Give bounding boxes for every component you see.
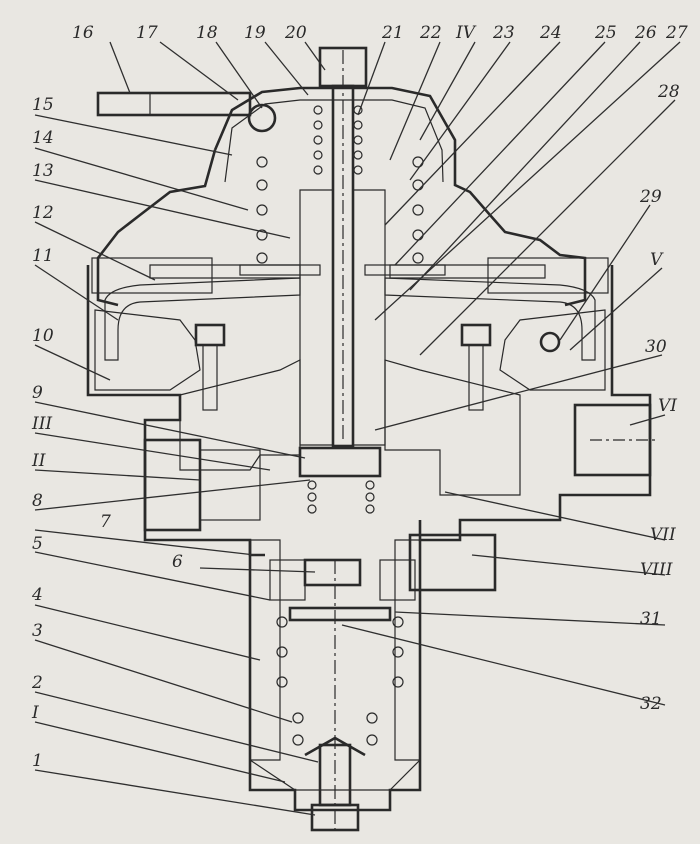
callout-19: 19 [244, 23, 266, 43]
lower-spring-3 [276, 616, 404, 746]
outlet-port-VI [573, 403, 652, 477]
callout-1: 1 [32, 751, 43, 771]
port-VIII [408, 533, 497, 592]
callout-29: 29 [639, 187, 662, 207]
callout-11: 11 [32, 246, 54, 266]
spring-main [256, 105, 424, 264]
callout-9: 9 [32, 383, 43, 403]
ball-29 [539, 331, 561, 353]
callout-I: I [31, 703, 39, 723]
housing-left [86, 265, 265, 557]
body-center-right [384, 359, 521, 496]
callout-labels: 16 17 18 19 20 21 22 IV 23 24 25 26 27 2… [31, 23, 688, 771]
top-cover-outline [213, 86, 587, 307]
callout-15: 15 [32, 95, 54, 115]
diaphragm-left [104, 277, 301, 361]
callout-14: 14 [32, 128, 54, 148]
callout-32: 32 [640, 694, 662, 714]
valve-assembly [86, 46, 655, 835]
callout-VII: VII [650, 525, 676, 545]
valve-seat [298, 446, 382, 478]
callout-31: 31 [640, 609, 662, 629]
callout-25: 25 [594, 23, 617, 43]
lever-handle [96, 91, 252, 117]
callout-3: 3 [32, 621, 43, 641]
callout-24: 24 [539, 23, 562, 43]
callout-2: 2 [31, 673, 43, 693]
callout-12: 12 [32, 203, 54, 223]
callout-III: III [31, 414, 52, 434]
callout-5: 5 [32, 534, 43, 554]
callout-28: 28 [657, 82, 680, 102]
callout-VI: VI [658, 396, 677, 416]
stem-21 [331, 84, 355, 448]
callout-20: 20 [284, 23, 307, 43]
callout-13: 13 [32, 161, 54, 181]
callout-21: 21 [381, 23, 404, 43]
callout-II: II [31, 451, 46, 471]
callout-6: 6 [172, 552, 183, 572]
callout-V: V [650, 250, 664, 270]
lower-body [248, 540, 422, 812]
callout-8: 8 [32, 491, 43, 511]
callout-4: 4 [31, 585, 43, 605]
callout-30: 30 [645, 337, 667, 357]
callout-10: 10 [32, 326, 54, 346]
callout-23: 23 [492, 23, 515, 43]
callout-7: 7 [100, 512, 111, 532]
callout-VIII: VIII [640, 560, 673, 580]
callout-18: 18 [196, 23, 218, 43]
callout-IV: IV [455, 23, 477, 43]
diaphragm-right [384, 277, 596, 361]
leader-lines [34, 41, 681, 816]
inlet-port-II [143, 438, 202, 532]
housing-right [418, 265, 652, 542]
callout-17: 17 [136, 23, 158, 43]
callout-26: 26 [634, 23, 657, 43]
callout-16: 16 [72, 23, 94, 43]
callout-22: 22 [419, 23, 442, 43]
body-center-left [179, 359, 301, 471]
valve-spring-8 [307, 480, 375, 514]
callout-27: 27 [665, 23, 688, 43]
